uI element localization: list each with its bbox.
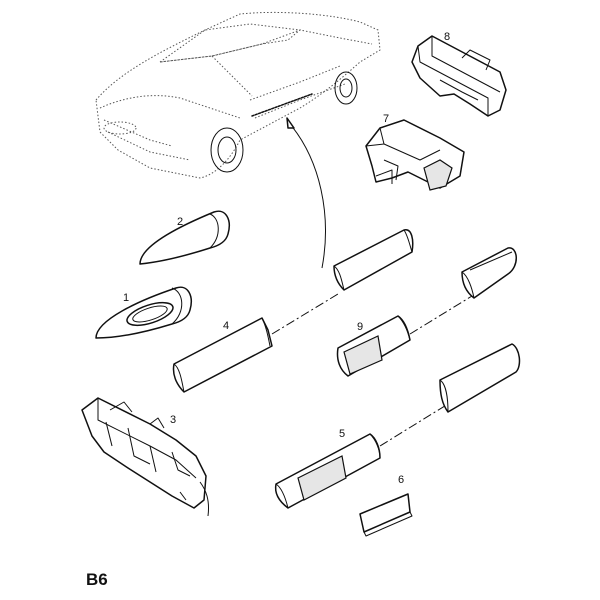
car-illustration <box>95 11 381 179</box>
part-9-moulding: 9 <box>336 247 517 377</box>
callout-1: 1 <box>123 292 129 304</box>
part-6-pad: 6 <box>359 474 413 537</box>
callout-4: 4 <box>223 320 229 332</box>
callout-7: 7 <box>383 113 389 125</box>
part-3-carrier: 3 <box>81 397 209 517</box>
arrow-head <box>286 117 295 129</box>
part-2-trim: 2 <box>139 210 230 265</box>
callout-6: 6 <box>398 474 404 486</box>
callout-2: 2 <box>177 216 183 228</box>
part-4-door-moulding: 4 <box>172 229 414 393</box>
part-7-bracket: 7 <box>365 113 465 191</box>
callout-9: 9 <box>357 321 363 333</box>
part-5-moulding: 5 <box>274 343 521 509</box>
assembly-arrow <box>289 123 326 269</box>
callout-5: 5 <box>339 428 345 440</box>
callout-8: 8 <box>444 31 450 43</box>
part-1-trim-handle: 1 <box>95 286 192 339</box>
callout-3: 3 <box>170 414 176 426</box>
page-code: B6 <box>86 570 108 589</box>
part-8-clip: 8 <box>411 31 507 117</box>
